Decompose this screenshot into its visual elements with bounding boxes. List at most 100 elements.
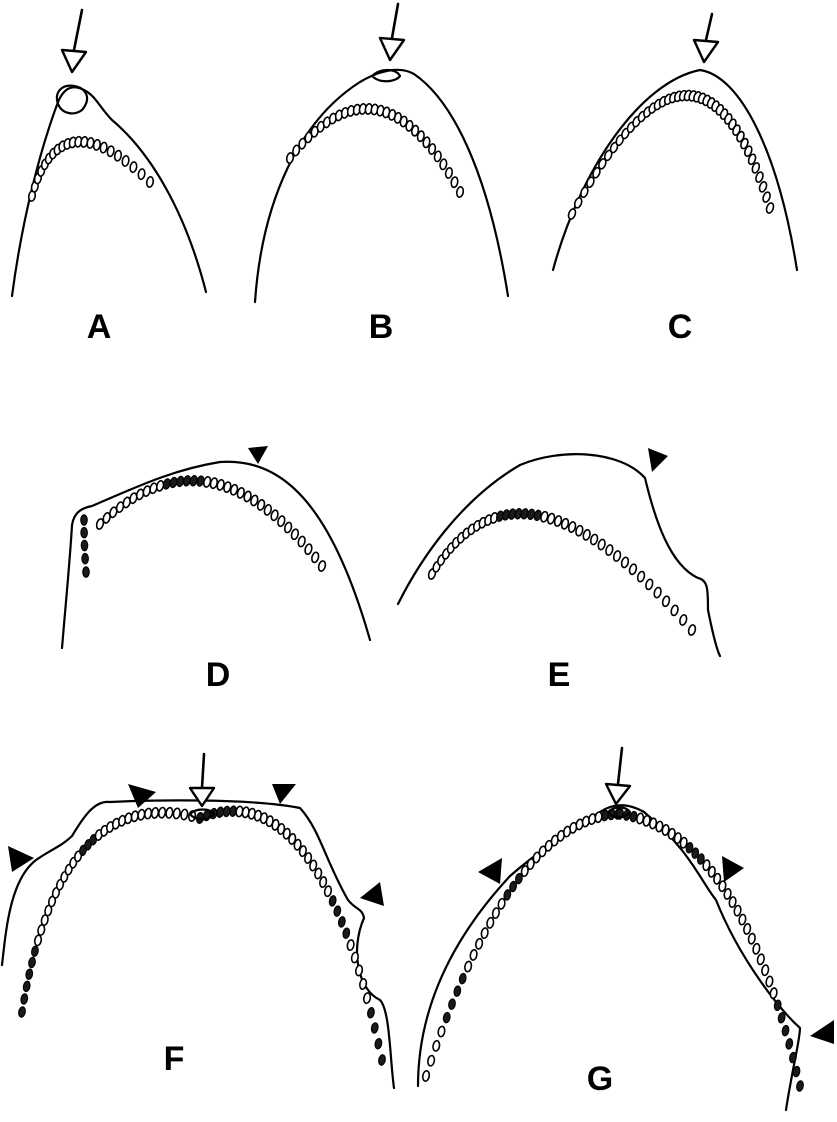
- cell: [573, 197, 583, 209]
- panel-a-label: A: [87, 308, 112, 346]
- filled-arrowhead-icon: [272, 784, 296, 804]
- cell: [796, 1080, 804, 1091]
- panel-d-label: D: [206, 656, 231, 694]
- cell: [761, 965, 769, 976]
- cell: [329, 895, 337, 906]
- filled-arrowhead-icon: [478, 858, 502, 884]
- cell: [81, 515, 87, 525]
- cell: [324, 886, 332, 897]
- cell: [427, 1055, 435, 1066]
- cell: [107, 146, 115, 157]
- cell: [439, 159, 447, 170]
- cell: [492, 907, 500, 918]
- cell: [464, 961, 472, 972]
- cell: [151, 807, 159, 818]
- panel-e: E: [398, 448, 720, 694]
- cell: [789, 1052, 797, 1063]
- cell: [765, 976, 773, 987]
- cell: [20, 993, 28, 1004]
- panel-b-cell-layer: [286, 103, 464, 197]
- cell: [437, 1026, 445, 1037]
- panel-f: F: [2, 754, 394, 1088]
- panel-e-cell-layer: [428, 508, 697, 636]
- cell: [81, 527, 87, 537]
- cell: [146, 176, 154, 187]
- cell: [165, 807, 173, 818]
- panel-c-cell-layer: [567, 90, 775, 220]
- panel-a-cell-layer: [28, 136, 154, 202]
- cell: [138, 168, 146, 179]
- open-down-arrow-icon: [62, 10, 86, 72]
- panel-b: B: [255, 4, 508, 346]
- panel-b-label: B: [369, 308, 394, 346]
- cell: [158, 807, 166, 818]
- panel-b-outline: [255, 70, 508, 302]
- cell: [311, 552, 320, 564]
- panel-d-cell-layer: [81, 475, 327, 577]
- cell: [277, 515, 286, 527]
- cell: [743, 923, 751, 934]
- cell: [486, 917, 494, 928]
- cell: [83, 567, 89, 577]
- cell: [355, 965, 363, 976]
- cell: [378, 1054, 386, 1065]
- cell: [129, 161, 137, 172]
- cell: [629, 563, 638, 575]
- cell: [470, 949, 478, 960]
- panel-g-label: G: [587, 1060, 613, 1098]
- panel-d: D: [62, 446, 370, 694]
- cell: [567, 208, 577, 220]
- open-down-arrow-icon: [380, 4, 404, 60]
- panel-f-cell-layer: [18, 806, 386, 1066]
- cell: [778, 1012, 786, 1023]
- cell: [18, 1006, 26, 1017]
- panel-c: C: [553, 14, 797, 346]
- cell: [347, 939, 355, 950]
- cell: [284, 522, 293, 534]
- cell: [180, 809, 188, 820]
- cell: [31, 946, 39, 957]
- cell: [503, 889, 511, 900]
- cell: [590, 534, 599, 546]
- filled-arrowhead-icon: [648, 448, 668, 472]
- cell: [297, 536, 306, 548]
- cell: [318, 560, 327, 572]
- cell: [580, 186, 590, 198]
- filled-arrowhead-icon: [360, 882, 384, 906]
- panel-f-label: F: [164, 1040, 185, 1078]
- cell: [453, 985, 461, 996]
- filled-arrowhead-icon: [128, 784, 156, 808]
- cell: [785, 1038, 793, 1049]
- cell: [621, 557, 630, 569]
- cell: [752, 943, 760, 954]
- cell: [37, 924, 45, 935]
- cell: [748, 933, 756, 944]
- cell: [445, 167, 453, 178]
- cell: [114, 150, 122, 161]
- cell: [653, 587, 662, 599]
- filled-arrowhead-icon: [8, 846, 34, 872]
- cell: [304, 543, 313, 555]
- cell: [25, 969, 33, 980]
- cell: [422, 1070, 430, 1081]
- panel-g: G: [418, 748, 834, 1110]
- filled-arrowhead-icon: [722, 856, 744, 882]
- cell: [28, 957, 36, 968]
- cell: [374, 1038, 382, 1049]
- cell: [481, 927, 489, 938]
- cell: [597, 539, 606, 551]
- cell: [770, 988, 778, 999]
- cell: [670, 605, 679, 617]
- cell: [688, 624, 697, 636]
- cell: [443, 1012, 451, 1023]
- cell: [338, 916, 346, 927]
- cell: [662, 595, 671, 607]
- panel-a-primordium: [57, 86, 87, 114]
- cell: [173, 808, 181, 819]
- panel-g-cell-layer: [422, 808, 804, 1091]
- cell: [765, 202, 775, 214]
- cell: [475, 938, 483, 949]
- open-down-arrow-icon: [606, 748, 630, 804]
- cell: [121, 155, 129, 166]
